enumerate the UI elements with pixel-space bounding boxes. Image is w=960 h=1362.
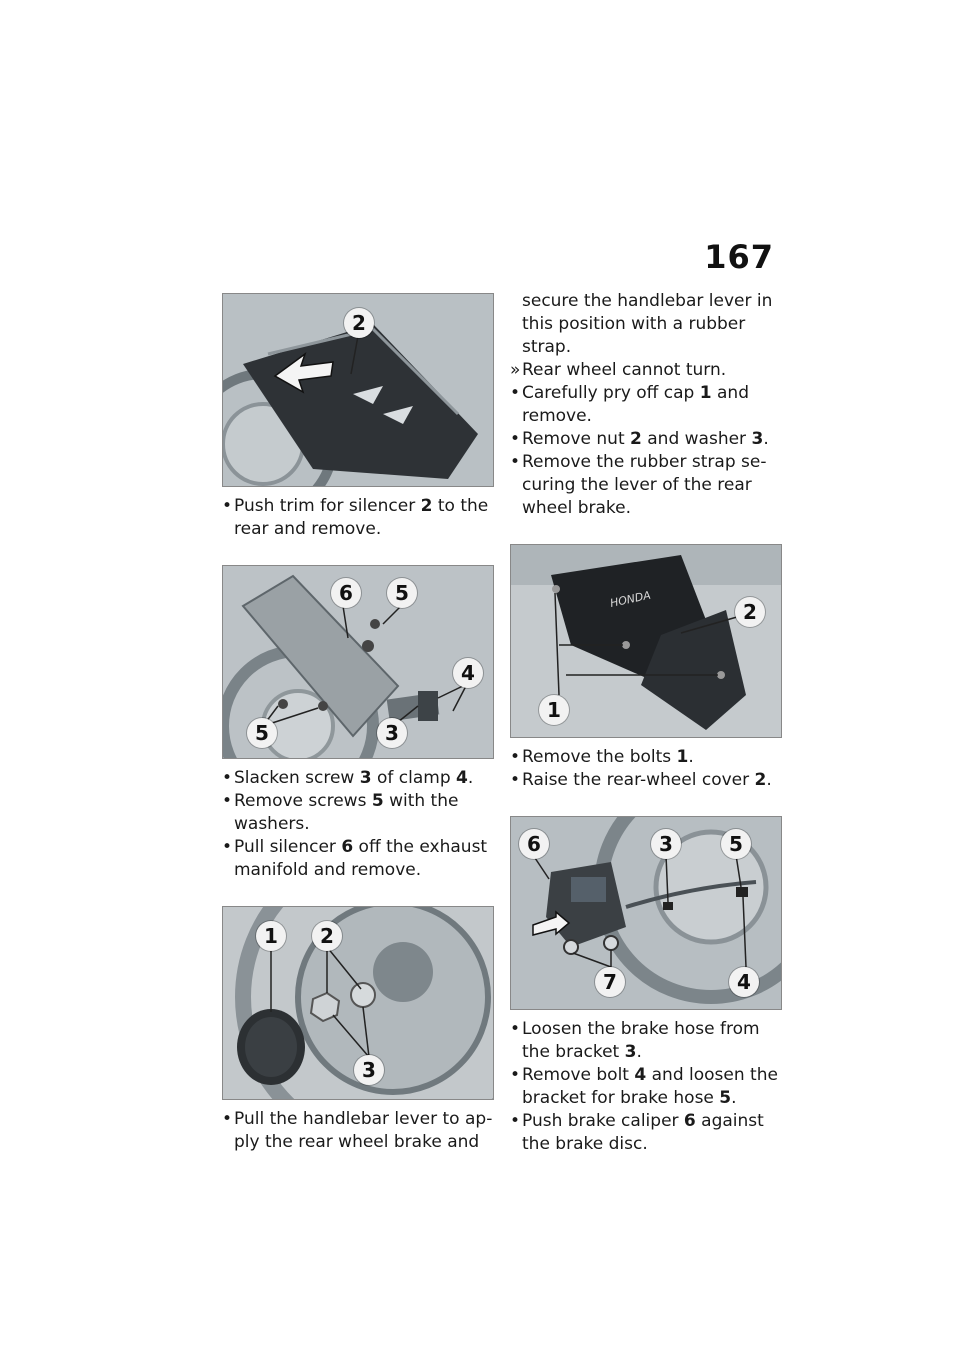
- callout-3: 3: [354, 1055, 384, 1085]
- bullet-marker: •: [510, 1019, 521, 1039]
- page-number: 167: [704, 238, 774, 276]
- callout-6: 6: [519, 829, 549, 859]
- step-raise-cover: •Raise the rear-wheel cover 2.: [510, 770, 772, 790]
- step-push-trim: •Push trim for silencer 2 to the rear an…: [222, 496, 489, 539]
- callout-6: 6: [331, 578, 361, 608]
- bullet-marker: •: [222, 791, 233, 811]
- step-remove-nut: •Remove nut 2 and washer 3.: [510, 429, 769, 449]
- silencer-clamp-illustration: [223, 566, 493, 758]
- callout-7: 7: [595, 967, 625, 997]
- right-column: secure the handlebar lever in this posit…: [510, 290, 782, 1156]
- figure-rear-wheel-cover: HONDA 2 1: [510, 544, 782, 738]
- step-remove-bolt: •Remove bolt 4 and loosen the bracket fo…: [510, 1065, 778, 1108]
- step-loosen-brake-hose: •Loosen the brake hose from the bracket …: [510, 1019, 760, 1062]
- step-pull-silencer: •Pull silencer 6 off the exhaust manifol…: [222, 837, 488, 880]
- callout-5: 5: [721, 829, 751, 859]
- step-slacken-screw: •Slacken screw 3 of clamp 4.: [222, 768, 474, 788]
- result-marker: »: [510, 360, 521, 380]
- result-line: »Rear wheel cannot turn.: [510, 360, 727, 380]
- bullet-marker: •: [510, 770, 521, 790]
- callout-3: 3: [651, 829, 681, 859]
- steps-brake-caliper: •Loosen the brake hose from the bracket …: [510, 1018, 782, 1156]
- steps-silencer-removal: •Slacken screw 3 of clamp 4. •Remove scr…: [222, 767, 494, 882]
- figure-silencer-trim: 2: [222, 293, 494, 487]
- figure-wheel-nut: 1 2 3: [222, 906, 494, 1100]
- left-column: 2 •Push trim for silencer 2 to the rear …: [222, 293, 494, 1154]
- bullet-marker: •: [222, 496, 233, 516]
- bullet-marker: •: [510, 429, 521, 449]
- bullet-marker: •: [510, 1111, 521, 1131]
- callout-2: 2: [344, 308, 374, 338]
- steps-cap-nut: »Rear wheel cannot turn. •Carefully pry …: [510, 359, 782, 520]
- steps-silencer-trim: •Push trim for silencer 2 to the rear an…: [222, 495, 494, 541]
- continued-text: secure the handlebar lever in this posit…: [522, 291, 773, 357]
- bullet-marker: •: [510, 1065, 521, 1085]
- bullet-marker: •: [510, 383, 521, 403]
- figure-silencer-clamp: 6 5 4 5 3: [222, 565, 494, 759]
- step-remove-bolts: •Remove the bolts 1.: [510, 747, 694, 767]
- callout-5: 5: [247, 718, 277, 748]
- callout-2: 2: [735, 597, 765, 627]
- bullet-marker: •: [222, 1109, 233, 1129]
- callout-3: 3: [377, 718, 407, 748]
- bullet-marker: •: [510, 747, 521, 767]
- callout-4: 4: [453, 658, 483, 688]
- bullet-marker: •: [222, 837, 233, 857]
- callout-1: 1: [256, 921, 286, 951]
- step-push-caliper: •Push brake caliper 6 against the brake …: [510, 1111, 764, 1154]
- bullet-marker: •: [510, 452, 521, 472]
- callout-4: 4: [729, 967, 759, 997]
- callout-5: 5: [387, 578, 417, 608]
- step-pull-lever: •Pull the handlebar lever to ap-ply the …: [222, 1109, 493, 1152]
- figure-brake-caliper: 6 3 5 7 4: [510, 816, 782, 1010]
- bullet-marker: •: [222, 768, 233, 788]
- step-remove-strap: •Remove the rubber strap se-curing the l…: [510, 452, 767, 518]
- steps-rear-wheel-cover: •Remove the bolts 1. •Raise the rear-whe…: [510, 746, 782, 792]
- step-remove-screws: •Remove screws 5 with the washers.: [222, 791, 459, 834]
- step-pry-cap: •Carefully pry off cap 1 and remove.: [510, 383, 749, 426]
- callout-2: 2: [312, 921, 342, 951]
- callout-1: 1: [539, 695, 569, 725]
- steps-handlebar-lever: •Pull the handlebar lever to ap-ply the …: [222, 1108, 494, 1154]
